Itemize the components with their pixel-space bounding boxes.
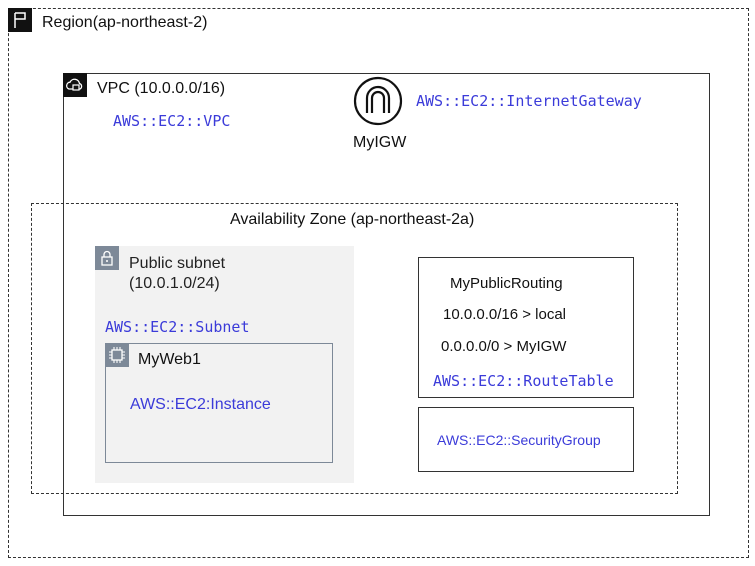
subnet-label-line1: Public subnet	[129, 255, 226, 272]
lock-icon	[95, 246, 119, 270]
vpc-container	[63, 73, 710, 516]
security-group-type-label: AWS::EC2::SecurityGroup	[437, 432, 601, 448]
vpc-type-label: AWS::EC2::VPC	[113, 112, 231, 130]
subnet-type-label: AWS::EC2::Subnet	[105, 318, 250, 336]
vpc-label: VPC (10.0.0.0/16)	[97, 80, 226, 97]
public-subnet-container	[95, 246, 354, 483]
region-container	[8, 8, 749, 558]
subnet-label-line2: (10.0.1.0/24)	[129, 275, 220, 292]
availability-zone-label: Availability Zone (ap-northeast-2a)	[230, 211, 475, 228]
chip-icon	[105, 343, 129, 367]
internet-gateway-icon	[353, 76, 403, 126]
route-table-type-label: AWS::EC2::RouteTable	[433, 372, 614, 390]
route-table-title: MyPublicRouting	[450, 275, 563, 292]
region-label: Region(ap-northeast-2)	[42, 14, 208, 31]
vpc-cloud-icon	[63, 73, 87, 97]
availability-zone-container	[31, 203, 678, 494]
route-entry: 10.0.0.0/16 > local	[443, 306, 567, 323]
igw-label: MyIGW	[353, 134, 407, 151]
route-table-container	[418, 257, 634, 398]
security-group-container	[418, 407, 634, 472]
instance-label: MyWeb1	[138, 351, 201, 368]
flag-icon	[8, 8, 32, 32]
instance-container	[105, 343, 333, 463]
igw-type-label: AWS::EC2::InternetGateway	[416, 92, 642, 110]
instance-type-label: AWS::EC2:Instance	[130, 396, 271, 413]
route-entry: 0.0.0.0/0 > MyIGW	[441, 338, 567, 355]
